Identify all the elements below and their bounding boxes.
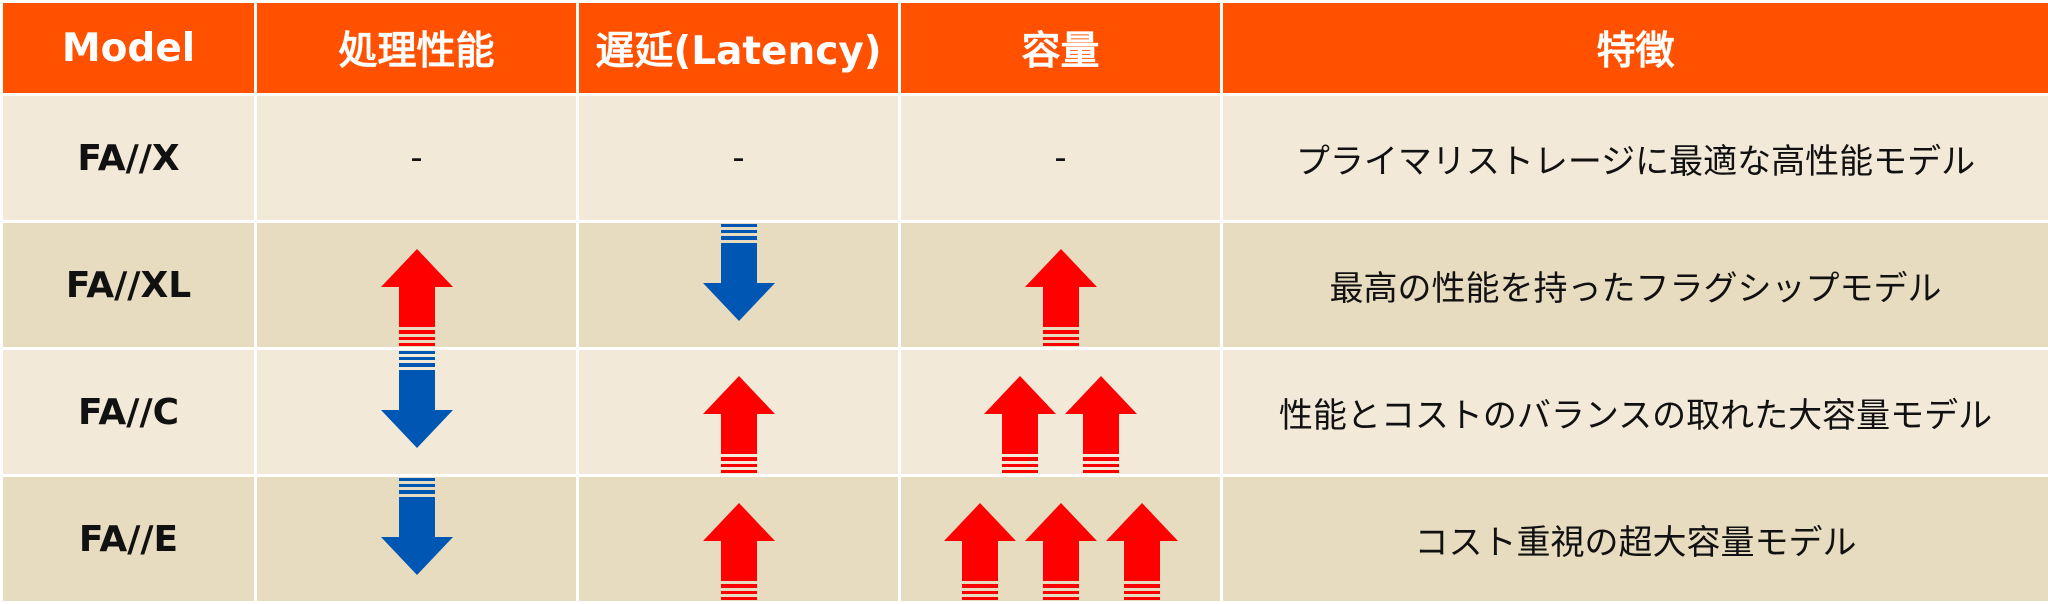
arrow-group	[257, 477, 576, 601]
model-cell: FA//XL	[2, 222, 256, 349]
table-row: FA//C 性能とコストのバランスの取れた大容量モデル	[2, 349, 2048, 476]
down-arrow-icon	[703, 223, 775, 321]
up-arrow-icon	[381, 249, 453, 347]
performance-cell: -	[256, 95, 578, 222]
up-arrow-icon	[984, 376, 1056, 474]
header-feature: 特徴	[1222, 2, 2048, 95]
latency-cell	[578, 222, 900, 349]
feature-cell: 性能とコストのバランスの取れた大容量モデル	[1222, 349, 2048, 476]
header-performance: 処理性能	[256, 2, 578, 95]
arrow-group	[257, 223, 576, 347]
arrow-group	[579, 477, 898, 601]
table-row: FA//E コスト重視の超大容量モデル	[2, 476, 2048, 603]
down-arrow-icon	[381, 350, 453, 448]
arrow-group	[901, 350, 1220, 474]
header-capacity: 容量	[900, 2, 1222, 95]
up-arrow-icon	[944, 503, 1016, 601]
table-row: FA//X - - - プライマリストレージに最適な高性能モデル	[2, 95, 2048, 222]
up-arrow-icon	[703, 376, 775, 474]
down-arrow-icon	[381, 477, 453, 575]
up-arrow-icon	[1065, 376, 1137, 474]
header-latency: 遅延(Latency)	[578, 2, 900, 95]
feature-cell: コスト重視の超大容量モデル	[1222, 476, 2048, 603]
feature-cell: プライマリストレージに最適な高性能モデル	[1222, 95, 2048, 222]
model-cell: FA//E	[2, 476, 256, 603]
latency-cell	[578, 349, 900, 476]
feature-cell: 最高の性能を持ったフラグシップモデル	[1222, 222, 2048, 349]
up-arrow-icon	[1025, 503, 1097, 601]
capacity-cell: -	[900, 95, 1222, 222]
model-cell: FA//C	[2, 349, 256, 476]
header-model: Model	[2, 2, 256, 95]
performance-cell	[256, 349, 578, 476]
capacity-cell	[900, 222, 1222, 349]
header-row: Model 処理性能 遅延(Latency) 容量 特徴	[2, 2, 2048, 95]
up-arrow-icon	[1025, 249, 1097, 347]
up-arrow-icon	[1106, 503, 1178, 601]
latency-cell: -	[578, 95, 900, 222]
latency-cell	[578, 476, 900, 603]
capacity-cell	[900, 349, 1222, 476]
arrow-group	[257, 350, 576, 474]
arrow-group	[579, 350, 898, 474]
performance-cell	[256, 222, 578, 349]
arrow-group	[901, 223, 1220, 347]
arrow-group	[579, 223, 898, 347]
arrow-group	[901, 477, 1220, 601]
model-cell: FA//X	[2, 95, 256, 222]
performance-cell	[256, 476, 578, 603]
table-row: FA//XL 最高の性能を持ったフラグシップモデル	[2, 222, 2048, 349]
capacity-cell	[900, 476, 1222, 603]
up-arrow-icon	[703, 503, 775, 601]
